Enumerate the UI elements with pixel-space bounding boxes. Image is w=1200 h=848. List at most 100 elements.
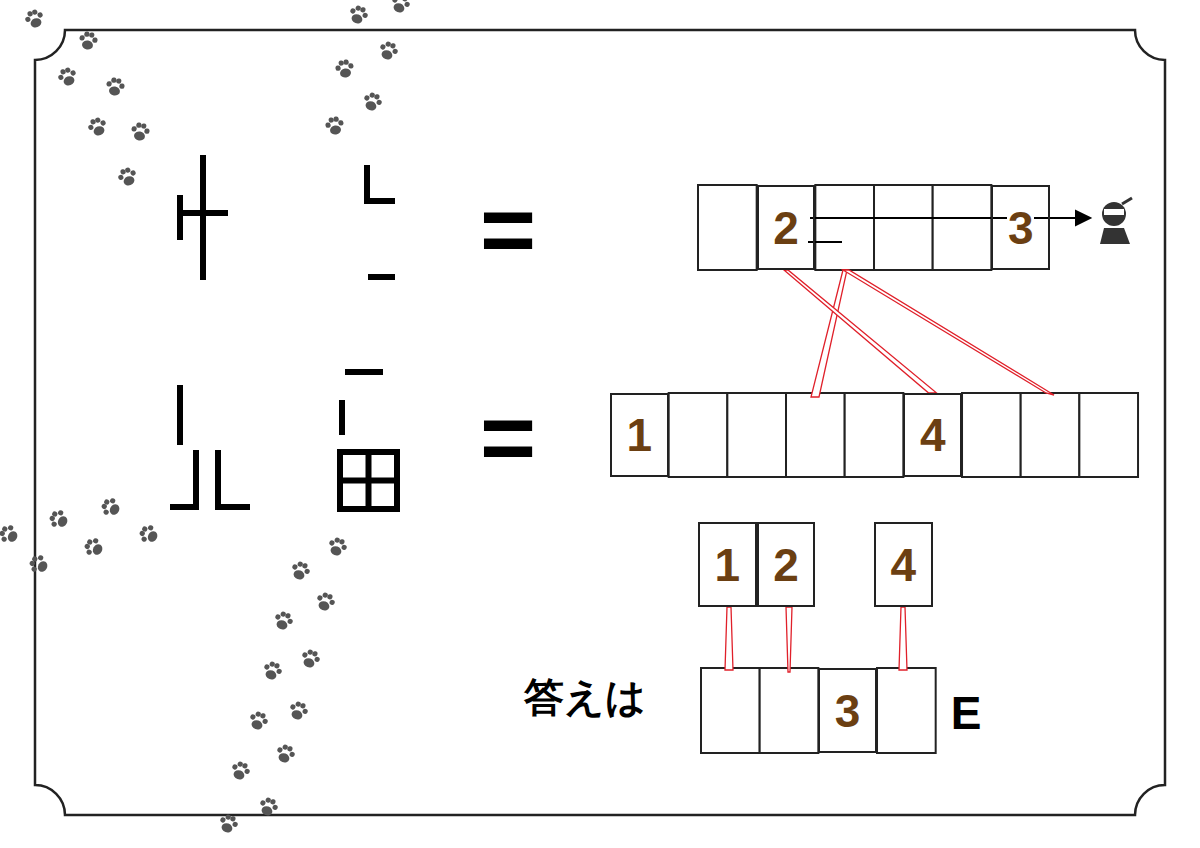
ninja-visor bbox=[1104, 209, 1124, 215]
paw-print bbox=[361, 90, 384, 113]
paw-toe bbox=[335, 65, 341, 71]
paw-toe bbox=[94, 117, 101, 124]
paw-toe bbox=[37, 12, 44, 19]
paw-print bbox=[334, 58, 355, 78]
card-frame bbox=[35, 30, 1165, 815]
paw-toe bbox=[106, 81, 112, 87]
paw-toe bbox=[302, 708, 309, 715]
paw-toe bbox=[88, 124, 95, 131]
arrow-head bbox=[1076, 211, 1090, 225]
paw-toe bbox=[242, 762, 249, 769]
paw-pad bbox=[36, 559, 49, 573]
paw-toe bbox=[285, 612, 292, 619]
leader-line bbox=[725, 607, 733, 670]
empty-box bbox=[962, 393, 1021, 477]
paw-toe bbox=[220, 817, 227, 824]
paw-print bbox=[287, 699, 310, 722]
ninja-body bbox=[1100, 228, 1130, 244]
empty-box bbox=[727, 393, 786, 477]
paw-toe bbox=[364, 95, 371, 102]
paw-print bbox=[105, 76, 126, 96]
paw-print bbox=[229, 759, 252, 782]
paw-toe bbox=[260, 712, 267, 719]
ninja-icon bbox=[1100, 198, 1132, 244]
paw-toe bbox=[287, 745, 294, 752]
paw-toe bbox=[339, 538, 346, 545]
paw-toe bbox=[84, 31, 90, 37]
paw-print bbox=[299, 647, 322, 670]
paw-print bbox=[274, 742, 297, 765]
empty-box bbox=[874, 185, 933, 270]
paw-toe bbox=[304, 568, 311, 575]
paw-toe bbox=[100, 120, 107, 127]
paw-print bbox=[289, 559, 312, 582]
paw-toe bbox=[103, 499, 110, 506]
paw-print bbox=[347, 3, 370, 26]
empty-box bbox=[669, 393, 728, 477]
paw-toe bbox=[302, 652, 309, 659]
empty-boxes bbox=[669, 185, 1138, 753]
route-arrow bbox=[808, 211, 1090, 242]
kanji-stroke bbox=[340, 452, 397, 509]
paw-toe bbox=[144, 128, 150, 134]
paw-toe bbox=[262, 718, 269, 725]
paw-print bbox=[257, 795, 280, 818]
empty-box bbox=[877, 668, 936, 753]
paw-pad bbox=[260, 805, 273, 817]
paw-toe bbox=[300, 702, 307, 709]
paw-print bbox=[261, 659, 284, 682]
paw-toe bbox=[392, 48, 399, 55]
paw-toe bbox=[130, 170, 137, 177]
callout-number: 2 bbox=[772, 542, 800, 588]
paw-pad bbox=[264, 669, 277, 681]
paw-toe bbox=[260, 800, 267, 807]
paw-toe bbox=[79, 35, 85, 41]
paw-toe bbox=[362, 12, 369, 19]
paw-toe bbox=[86, 549, 93, 556]
paw-toe bbox=[86, 539, 93, 546]
paw-toe bbox=[314, 656, 321, 663]
number-box: 4 bbox=[903, 393, 962, 477]
paw-print bbox=[78, 30, 99, 50]
callout-number: 1 bbox=[626, 412, 654, 458]
number-box: 3 bbox=[818, 668, 877, 753]
number-box: 2 bbox=[757, 185, 816, 270]
paw-print bbox=[82, 535, 106, 560]
paw-toe bbox=[51, 521, 58, 528]
paw-toe bbox=[380, 44, 387, 51]
paw-pad bbox=[232, 769, 245, 781]
leader-line bbox=[811, 270, 847, 397]
paw-print bbox=[314, 590, 337, 613]
ninja-sword bbox=[1122, 198, 1132, 204]
paw-toe bbox=[289, 751, 296, 758]
paw-toe bbox=[111, 77, 117, 83]
paw-toe bbox=[119, 83, 125, 89]
paw-print bbox=[326, 535, 349, 558]
paw-toe bbox=[374, 93, 381, 100]
paw-print bbox=[47, 507, 71, 532]
empty-box bbox=[701, 668, 760, 753]
paw-toe bbox=[392, 0, 399, 3]
paw-toe bbox=[57, 509, 64, 516]
red-leaders bbox=[725, 270, 1054, 672]
kanji-fragments bbox=[170, 155, 397, 509]
paw-toe bbox=[89, 32, 95, 38]
paw-toe bbox=[131, 126, 137, 132]
paw-toe bbox=[70, 70, 77, 77]
paw-toe bbox=[287, 618, 294, 625]
paw-toe bbox=[1, 536, 8, 543]
paw-toe bbox=[51, 511, 58, 518]
kanji-stroke bbox=[218, 450, 250, 507]
paw-toe bbox=[109, 497, 116, 504]
paw-pad bbox=[329, 125, 341, 136]
paw-toe bbox=[329, 540, 336, 547]
paw-toe bbox=[25, 16, 32, 23]
paw-toe bbox=[64, 67, 71, 74]
paw-toe bbox=[92, 537, 99, 544]
paw-print bbox=[0, 522, 21, 547]
kanji-stroke bbox=[368, 274, 395, 280]
paw-toe bbox=[276, 668, 283, 675]
paw-toe bbox=[333, 116, 339, 122]
number-box: 2 bbox=[757, 522, 816, 607]
paw-toe bbox=[275, 614, 282, 621]
